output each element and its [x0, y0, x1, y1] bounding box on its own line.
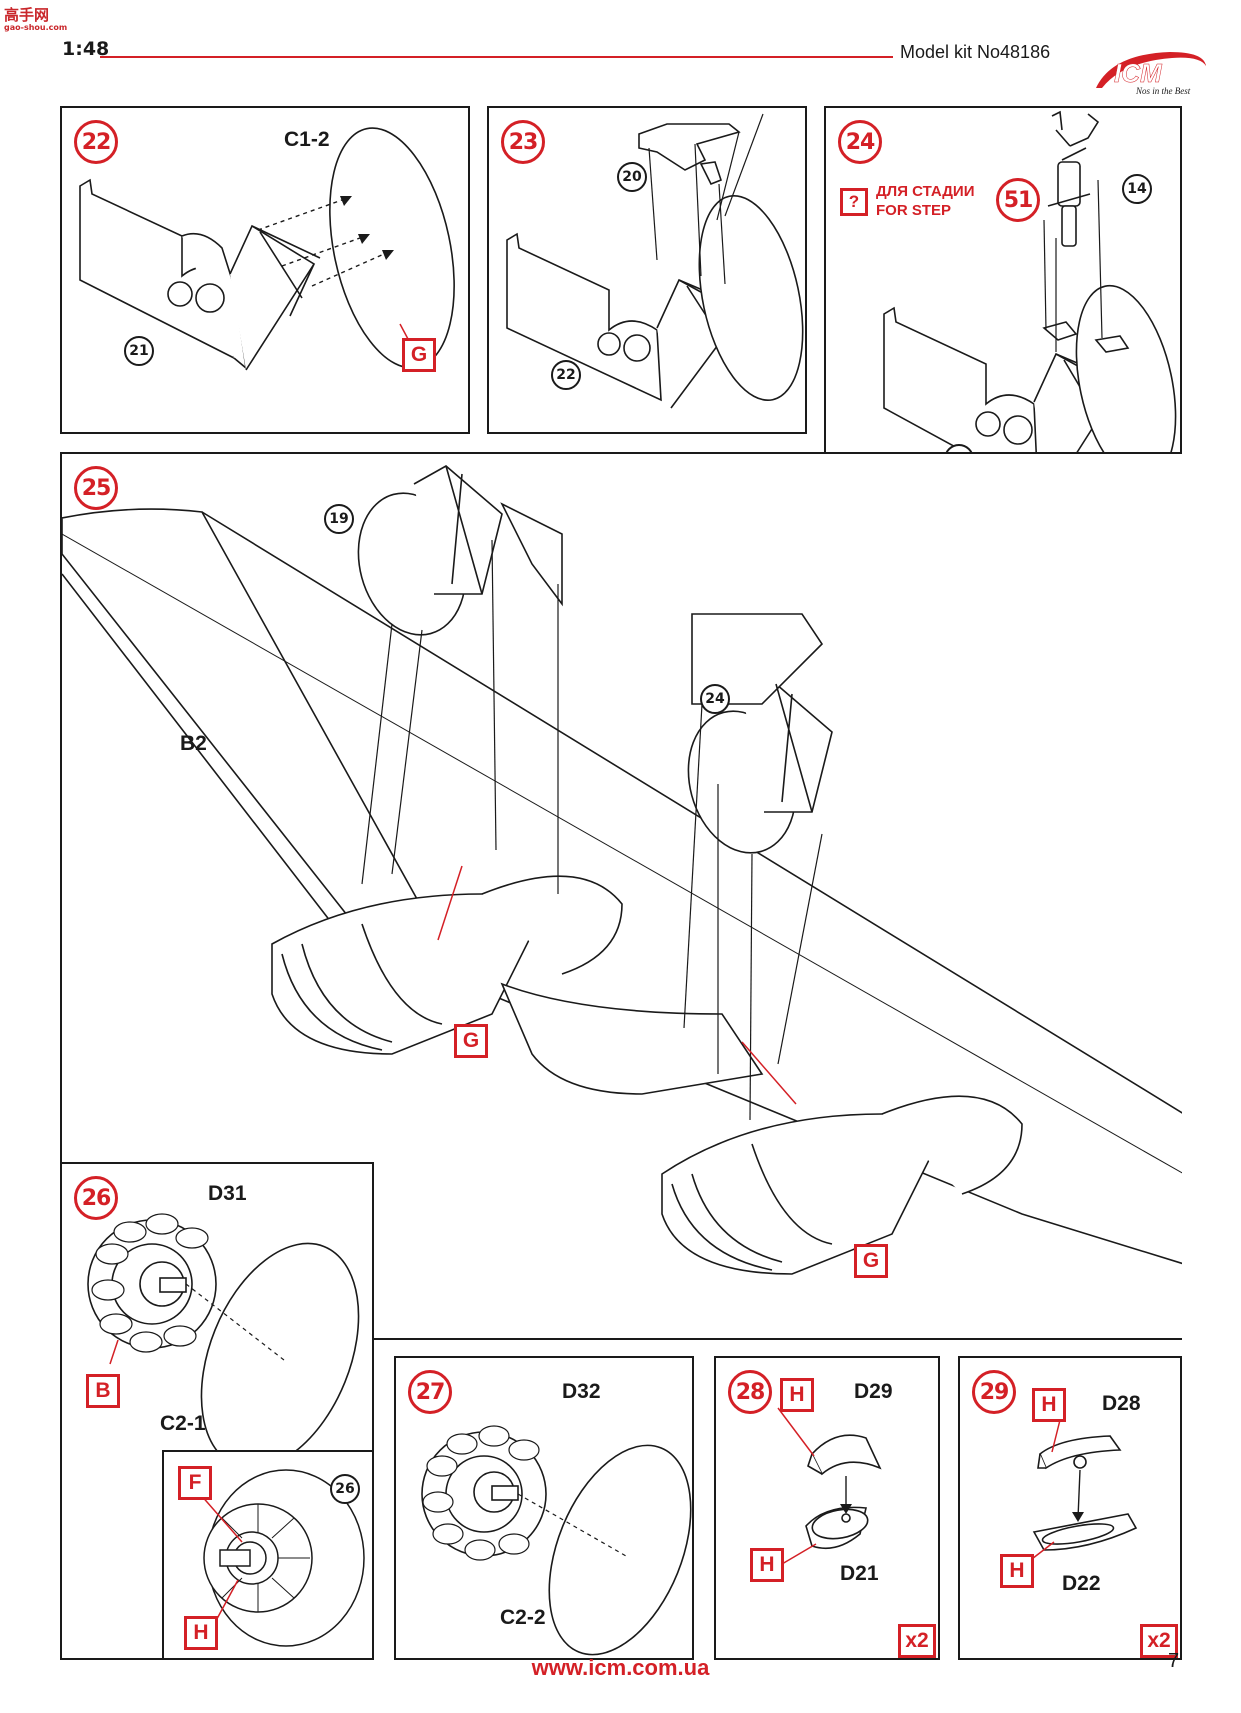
step-23-number: 23	[501, 120, 545, 164]
step-27-drawing	[421, 1425, 692, 1656]
step-28-drawing	[777, 1407, 882, 1565]
step-26-inset: F 26 H	[162, 1450, 374, 1660]
step-29-number: 29	[972, 1370, 1016, 1414]
header-rule	[100, 56, 893, 58]
kit-number: Model kit No48186	[900, 42, 1051, 62]
ref-step-20: 20	[617, 162, 647, 192]
footer-url[interactable]: www.icm.com.ua	[531, 1655, 710, 1680]
part-c1-2-label: C1-2	[284, 128, 330, 151]
color-box-h-bottom: H	[1000, 1554, 1034, 1588]
part-b2-label: B2	[180, 732, 207, 755]
color-box-h-bottom: H	[750, 1548, 784, 1582]
color-box-f: F	[178, 1466, 212, 1500]
step-25-drawing	[62, 465, 1182, 1275]
part-d31-label: D31	[208, 1182, 247, 1205]
step-29-drawing	[1027, 1419, 1138, 1563]
color-box-h: H	[184, 1616, 218, 1650]
ref-step-19: 19	[324, 504, 354, 534]
ref-step-22: 22	[551, 360, 581, 390]
for-step-note: ДЛЯ СТАДИИ FOR STEP	[876, 182, 974, 220]
step-25-number: 25	[74, 466, 118, 510]
step-28-panel: 28 H D29 H D21 x2	[714, 1356, 940, 1660]
part-d28-label: D28	[1102, 1392, 1141, 1415]
quantity-badge: x2	[898, 1624, 936, 1658]
step-26-drawing	[87, 1213, 360, 1470]
step-23-panel: 23 20 22	[487, 106, 807, 434]
step-22-drawing	[79, 127, 455, 371]
step-22-number: 22	[74, 120, 118, 164]
ref-step-21: 21	[124, 336, 154, 366]
part-d21-label: D21	[840, 1562, 879, 1585]
color-box-g-left: G	[454, 1024, 488, 1058]
part-d29-label: D29	[854, 1380, 893, 1403]
brand-text: ICM	[1114, 58, 1163, 88]
icm-logo: ICM Nos in the Best	[1096, 52, 1206, 96]
step-24-drawing	[883, 110, 1177, 499]
color-box-g: G	[402, 338, 436, 372]
step-51-reference: 51	[996, 178, 1040, 222]
step-24-number: 24	[838, 120, 882, 164]
note-english: FOR STEP	[876, 202, 952, 219]
step-23-drawing	[506, 113, 804, 409]
inset-engine-drawing	[199, 1469, 365, 1647]
color-box-b: B	[86, 1374, 120, 1408]
step-22-panel: 22 C1-2 21 G	[60, 106, 470, 434]
step-29-panel: 29 H D28 H D22 x2	[958, 1356, 1182, 1660]
quantity-badge: x2	[1140, 1624, 1178, 1658]
color-box-h-top: H	[780, 1378, 814, 1412]
scale-label: 1:48	[62, 38, 110, 60]
step-27-panel: 27 D32 C2-2	[394, 1356, 694, 1660]
page-number: 7	[1168, 1650, 1180, 1672]
part-d32-label: D32	[562, 1380, 601, 1403]
part-c2-1-label: C2-1	[160, 1412, 206, 1435]
color-box-h-top: H	[1032, 1388, 1066, 1422]
color-box-g-right: G	[854, 1244, 888, 1278]
brand-slogan: Nos in the Best	[1135, 86, 1191, 96]
ref-step-26: 26	[330, 1474, 360, 1504]
step-28-number: 28	[728, 1370, 772, 1414]
note-russian: ДЛЯ СТАДИИ	[876, 183, 975, 200]
step-26-number: 26	[74, 1176, 118, 1220]
ref-step-24: 24	[700, 684, 730, 714]
question-box: ?	[840, 188, 868, 216]
part-c2-2-label: C2-2	[500, 1606, 546, 1629]
part-d22-label: D22	[1062, 1572, 1101, 1595]
step-27-number: 27	[408, 1370, 452, 1414]
ref-step-14: 14	[1122, 174, 1152, 204]
